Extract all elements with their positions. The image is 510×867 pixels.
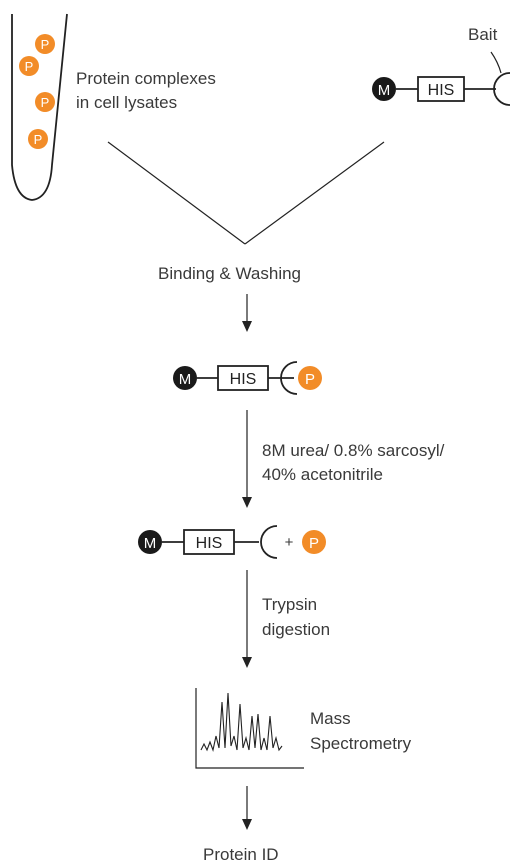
converge-line-right bbox=[244, 141, 385, 245]
svg-text:P: P bbox=[41, 95, 50, 110]
prey-protein-icon bbox=[298, 366, 322, 390]
prey-protein-icon: P bbox=[19, 56, 39, 76]
svg-text:M: M bbox=[144, 535, 157, 552]
eluted-complex: M HIS + P bbox=[138, 525, 326, 559]
arrow-down-icon bbox=[242, 294, 252, 332]
magnetic-bead-icon bbox=[173, 366, 197, 390]
bait-pocket-icon bbox=[260, 525, 278, 559]
svg-text:HIS: HIS bbox=[196, 535, 223, 552]
mass-spectrum-icon bbox=[195, 688, 304, 769]
digestion-label-line2: digestion bbox=[262, 620, 331, 639]
arrow-down-icon bbox=[242, 570, 252, 668]
bait-construct: M HIS bbox=[372, 51, 510, 106]
svg-text:P: P bbox=[309, 535, 319, 552]
bait-label: Bait bbox=[468, 25, 498, 44]
bound-complex: M HIS P bbox=[173, 361, 322, 395]
prey-protein-icon: P bbox=[35, 92, 55, 112]
magnetic-bead-icon bbox=[372, 77, 396, 101]
svg-text:HIS: HIS bbox=[428, 82, 455, 99]
plus-sign: + bbox=[285, 534, 294, 551]
svg-text:P: P bbox=[305, 371, 315, 388]
lysate-tube-icon: P P P P bbox=[11, 13, 68, 201]
svg-text:P: P bbox=[41, 37, 50, 52]
binding-step-label: Binding & Washing bbox=[158, 264, 302, 283]
svg-text:P: P bbox=[25, 59, 34, 74]
converge-line-left bbox=[107, 141, 246, 245]
bait-pointer bbox=[490, 51, 502, 74]
arrow-down-icon bbox=[242, 410, 252, 508]
svg-text:M: M bbox=[378, 82, 391, 99]
magnetic-bead-icon bbox=[138, 530, 162, 554]
elution-label-line1: 8M urea/ 0.8% sarcosyl/ bbox=[262, 441, 445, 460]
svg-text:HIS: HIS bbox=[230, 371, 257, 388]
protein-id-label: Protein ID bbox=[203, 845, 279, 864]
arrow-down-icon bbox=[242, 786, 252, 830]
bait-pocket-icon bbox=[493, 72, 510, 106]
lysate-label-line1: Protein complexes bbox=[76, 69, 216, 88]
prey-protein-icon bbox=[302, 530, 326, 554]
svg-text:P: P bbox=[34, 132, 43, 147]
prey-protein-icon: P bbox=[35, 34, 55, 54]
digestion-label-line1: Trypsin bbox=[262, 595, 318, 614]
elution-label-line2: 40% acetonitrile bbox=[262, 465, 383, 484]
ms-label-line1: Mass bbox=[310, 709, 351, 728]
ms-label-line2: Spectrometry bbox=[310, 734, 412, 753]
prey-protein-icon: P bbox=[28, 129, 48, 149]
svg-text:M: M bbox=[179, 371, 192, 388]
lysate-label-line2: in cell lysates bbox=[76, 93, 178, 112]
